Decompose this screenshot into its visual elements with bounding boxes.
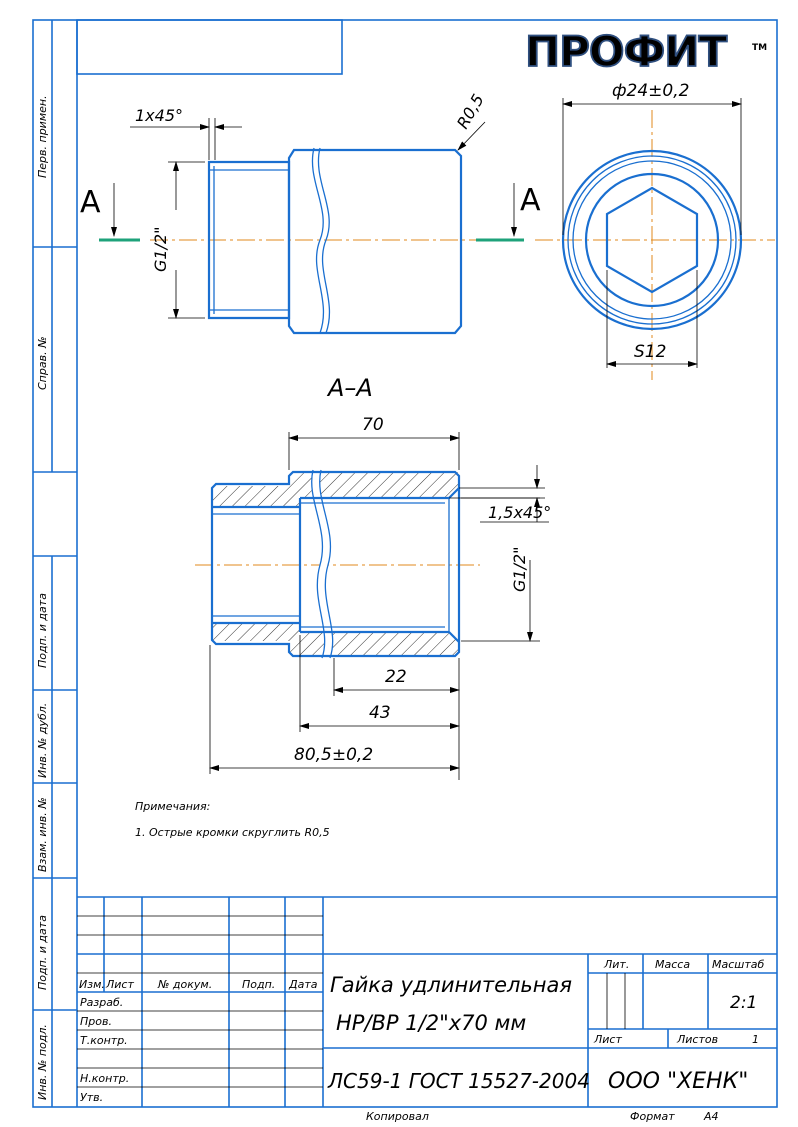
dim-hex: S12 [634, 342, 666, 362]
notes-item-1: 1. Острые кромки скруглить R0,5 [135, 826, 330, 839]
logo-text: ПРОФИТ [525, 27, 727, 76]
side-label-sprav-no: Справ. № [36, 336, 49, 390]
dim-radius: R0,5 [453, 91, 488, 132]
side-label-perv-primen: Перв. примен. [36, 95, 49, 178]
company-name: ООО "ХЕНК" [608, 1069, 748, 1094]
label-lit: Лит. [603, 958, 629, 971]
logo-tm: TM [752, 43, 767, 53]
header-izm: Изм. [79, 978, 105, 991]
header-podp: Подп. [242, 978, 275, 991]
section-title: A–A [326, 374, 373, 402]
role-prov: Пров. [80, 1015, 112, 1028]
footer-format-label: Формат [630, 1110, 675, 1123]
role-nkontr: Н.контр. [80, 1072, 129, 1085]
value-sheets-count: 1 [752, 1033, 759, 1046]
notes-title: Примечания: [135, 800, 210, 813]
dim-len-total: 80,5±0,2 [294, 745, 373, 765]
dim-chamfer-top: 1x45° [135, 106, 183, 125]
front-view: 1x45° R0,5 G1/2" A A [80, 91, 541, 335]
value-scale: 2:1 [730, 993, 757, 1013]
label-masshtab: Масштаб [712, 958, 764, 971]
role-razrab: Разраб. [80, 996, 123, 1009]
side-label-inv-dubl: Инв. № дубл. [36, 703, 49, 778]
footer-kopiroval: Копировал [366, 1110, 429, 1123]
side-label-inv-podl: Инв. № подл. [36, 1024, 49, 1100]
sheet-frame [32, 19, 778, 1108]
dim-chamfer-section: 1,5x45° [488, 503, 551, 522]
label-massa: Масса [655, 958, 690, 971]
role-utv: Утв. [80, 1091, 103, 1104]
notes: Примечания: 1. Острые кромки скруглить R… [135, 800, 330, 839]
side-label-vzam-inv: Взам. инв. № [36, 797, 49, 872]
dim-len-43: 43 [369, 703, 391, 723]
role-tkontr: Т.контр. [80, 1034, 128, 1047]
end-view: ф24±0,2 S12 [535, 81, 775, 380]
dim-thread-section: G1/2" [510, 546, 529, 592]
brand-logo: ПРОФИТ TM [524, 26, 767, 77]
part-name-line-1: Гайка удлинительная [330, 973, 572, 997]
label-sheet: Лист [593, 1033, 622, 1046]
footer-format-value: А4 [703, 1110, 719, 1123]
header-list: Лист [105, 978, 134, 991]
cut-label-right: A [520, 183, 541, 218]
title-block: Изм. Лист № докум. Подп. Дата Разраб. Пр… [77, 896, 777, 1107]
header-no-dokum: № докум. [157, 978, 212, 991]
side-labels: Перв. примен. Справ. № Подп. и дата Инв.… [36, 95, 49, 1100]
material-spec: ЛС59-1 ГОСТ 15527-2004 [327, 1069, 590, 1093]
side-label-podp-data-2: Подп. и дата [36, 915, 49, 990]
side-label-podp-data-1: Подп. и дата [36, 593, 49, 668]
section-view: A–A 70 1,5x45° [195, 374, 551, 780]
label-sheets: Листов [676, 1033, 718, 1046]
part-name-line-2: НР/ВР 1/2"х70 мм [336, 1011, 526, 1035]
dim-thread-left: G1/2" [151, 226, 170, 272]
dim-len-70: 70 [362, 415, 384, 435]
dim-len-22: 22 [385, 667, 407, 687]
cut-label-left: A [80, 185, 101, 220]
header-data: Дата [288, 978, 318, 991]
footer: Копировал Формат А4 [366, 1110, 719, 1123]
dim-diameter: ф24±0,2 [612, 81, 689, 101]
